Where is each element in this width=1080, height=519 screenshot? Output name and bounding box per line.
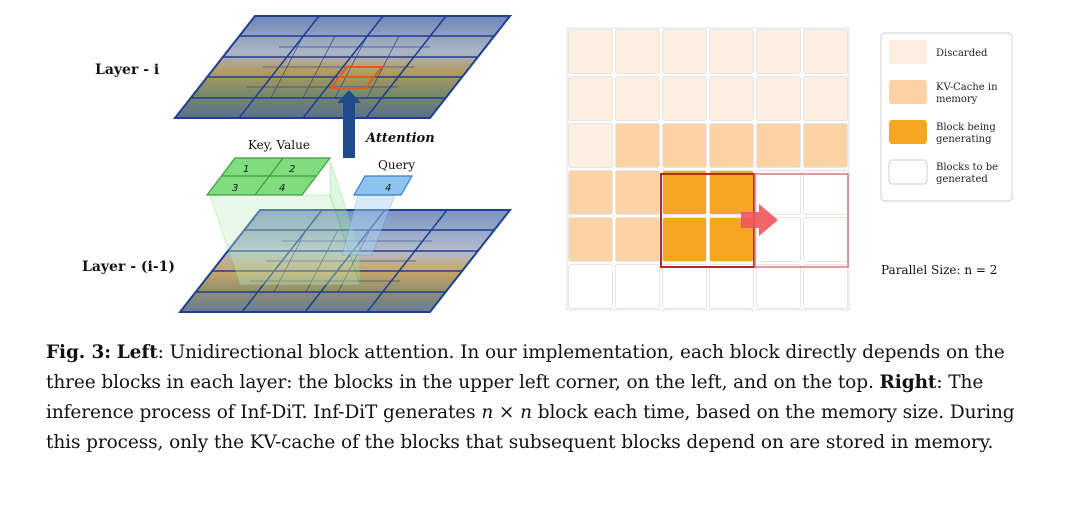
query-cell-4: 4 — [385, 183, 391, 194]
layer-i-minus-1-plane: Layer - (i-1) — [82, 209, 513, 313]
grid-block-to_generate — [756, 170, 801, 215]
legend-label-kv: memory — [936, 94, 978, 105]
legend-label-to_generate: Blocks to be — [936, 162, 998, 173]
grid-frame — [566, 27, 850, 311]
query-label: Query — [378, 158, 415, 172]
grid-block-discarded — [568, 123, 613, 168]
caption-right-text-2: block each time, based on the memory siz… — [46, 402, 1015, 453]
layer-i-plane: Layer - i — [95, 15, 513, 119]
query-volume: 4 Query — [341, 158, 415, 256]
legend-swatch-kv — [889, 80, 927, 104]
caption-left-label: Left — [116, 342, 158, 363]
legend-label-to_generate: generated — [936, 174, 988, 185]
grid-block-kv — [803, 123, 848, 168]
grid-block-to_generate — [756, 264, 801, 309]
legend-swatch-to_generate — [888, 159, 928, 185]
attention-label: Attention — [364, 131, 435, 146]
grid-block-kv — [756, 123, 801, 168]
grid-block-discarded — [568, 29, 613, 74]
kv-cell-1: 1 — [243, 164, 249, 175]
left-panel: Layer - i Attention — [82, 15, 513, 313]
grid-block-kv — [615, 170, 660, 215]
grid-block-kv — [662, 123, 707, 168]
grid-block-kv — [709, 123, 754, 168]
grid-block-generating — [662, 217, 707, 262]
caption-right-label: Right — [879, 372, 937, 393]
grid-block-kv — [568, 217, 613, 262]
grid-block-to_generate — [615, 264, 660, 309]
grid-block-discarded — [662, 29, 707, 74]
grid-block-discarded — [803, 76, 848, 121]
grid-block-kv — [615, 217, 660, 262]
legend-label-kv: KV-Cache in — [936, 82, 998, 93]
parallel-size-label: Parallel Size: n = 2 — [881, 263, 997, 277]
grid-block-kv — [568, 170, 613, 215]
math-n-2: n — [520, 402, 532, 423]
grid-block-to_generate — [662, 264, 707, 309]
layer-i-minus-1-label: Layer - (i-1) — [82, 259, 175, 275]
math-times: × — [493, 402, 521, 423]
grid-block-to_generate — [568, 264, 613, 309]
grid-block-to_generate — [803, 217, 848, 262]
grid-block-discarded — [756, 29, 801, 74]
legend-swatch-discarded — [889, 40, 927, 64]
kv-cell-2: 2 — [289, 164, 295, 175]
legend-swatch-generating — [889, 120, 927, 144]
kv-cell-3: 3 — [232, 183, 238, 194]
grid-block-to_generate — [803, 170, 848, 215]
kv-cell-4: 4 — [279, 183, 285, 194]
grid-block-discarded — [568, 76, 613, 121]
grid-block-discarded — [803, 29, 848, 74]
grid-block-to_generate — [803, 264, 848, 309]
grid-block-discarded — [615, 29, 660, 74]
grid-block-discarded — [709, 29, 754, 74]
grid-block-generating — [709, 170, 754, 215]
grid-block-to_generate — [709, 264, 754, 309]
math-n-1: n — [481, 402, 494, 423]
block-grid — [566, 27, 850, 311]
legend-label-generating: generating — [936, 134, 992, 145]
grid-block-discarded — [615, 76, 660, 121]
figure-caption: Fig. 3: Left: Unidirectional block atten… — [46, 338, 1046, 458]
legend-label-discarded: Discarded — [936, 48, 988, 59]
caption-right-text-1: : The inference process of Inf-DiT. Inf-… — [46, 372, 984, 423]
attention-arrow: Attention — [337, 90, 435, 158]
grid-block-kv — [615, 123, 660, 168]
grid-block-discarded — [662, 76, 707, 121]
progress-arrow — [741, 204, 778, 236]
figure: Layer - i Attention — [82, 15, 1013, 313]
grid-block-discarded — [756, 76, 801, 121]
fig-label: Fig. 3: — [46, 342, 111, 363]
key-value-volume: 1 2 3 4 Key, Value — [205, 138, 361, 286]
grid-block-generating — [662, 170, 707, 215]
legend-label-generating: Block being — [936, 122, 996, 133]
grid-block-discarded — [709, 76, 754, 121]
key-value-label: Key, Value — [248, 138, 310, 152]
layer-i-label: Layer - i — [95, 62, 159, 78]
caption-left-text: : Unidirectional block attention. In our… — [46, 342, 1005, 393]
